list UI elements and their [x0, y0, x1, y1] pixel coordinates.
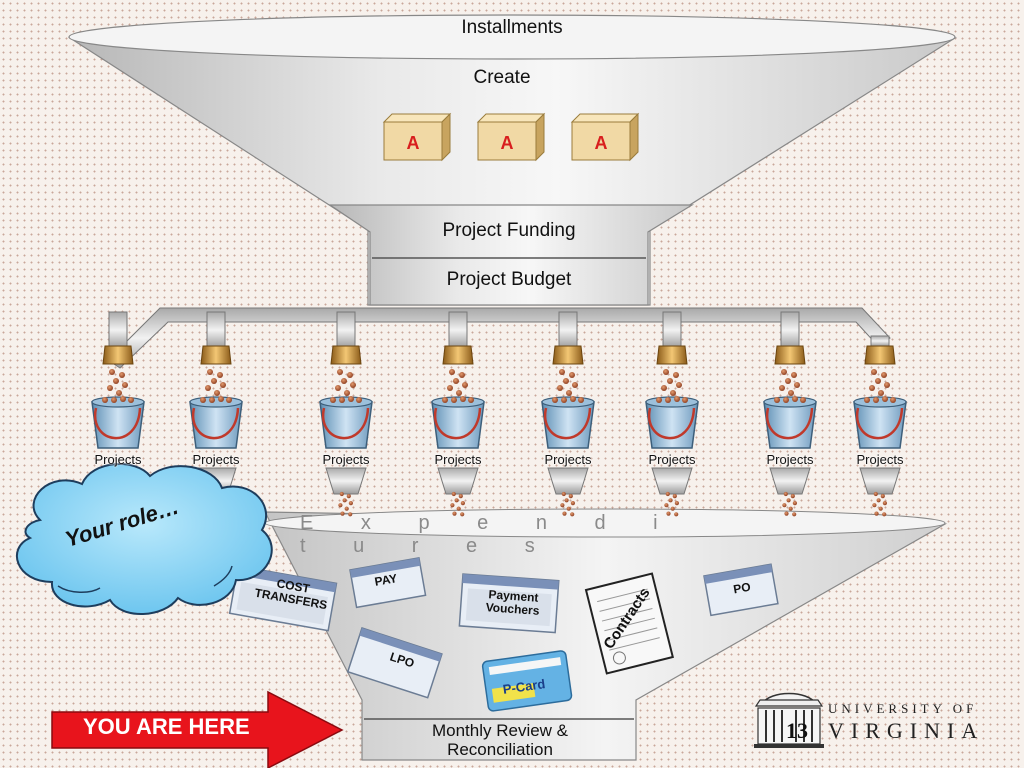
project-bucket — [430, 311, 486, 517]
you-are-here-text: YOU ARE HERE — [83, 714, 250, 739]
your-role-cloud — [16, 463, 273, 615]
allocation-box: A — [382, 112, 452, 162]
allocation-box: A — [570, 112, 640, 162]
project-funding-label: Project Funding — [442, 220, 576, 241]
project-label: Projects — [648, 452, 696, 467]
project-label: Projects — [856, 452, 904, 467]
expenditures-title: E x p e n d i t u r e s — [300, 512, 679, 557]
page-number: 13 — [786, 718, 808, 743]
doc-po — [703, 563, 779, 617]
project-bucket — [540, 311, 596, 517]
monthly-review-label: Monthly Review & Reconciliation — [431, 721, 569, 759]
project-label: Projects — [192, 452, 240, 467]
projects-layer — [90, 311, 908, 517]
doc-lpo — [346, 627, 443, 699]
doc-pcard — [481, 650, 573, 712]
project-bucket — [762, 311, 818, 517]
project-bucket — [188, 311, 244, 517]
project-bucket — [644, 311, 700, 517]
rotunda-logo — [754, 692, 824, 748]
allocation-box-letter: A — [407, 133, 420, 153]
you-are-here-arrow — [51, 690, 344, 768]
create-label: Create — [473, 67, 531, 88]
project-label: Projects — [322, 452, 370, 467]
allocation-box-letter: A — [595, 133, 608, 153]
doc-pay — [349, 556, 427, 609]
project-label: Projects — [94, 452, 142, 467]
allocation-box-letter: A — [501, 133, 514, 153]
allocation-box: A — [476, 112, 546, 162]
project-bucket — [852, 335, 908, 517]
project-label: Projects — [434, 452, 482, 467]
doc-payment-vouchers — [458, 573, 560, 634]
doc-contracts — [584, 572, 674, 675]
project-label: Projects — [544, 452, 592, 467]
payment-vouchers-label: Payment Vouchers — [485, 587, 540, 618]
university-of-text: UNIVERSITY OF — [828, 701, 978, 716]
project-bucket — [90, 311, 146, 517]
virginia-text: VIRGINIA — [828, 718, 985, 743]
project-bucket — [318, 311, 374, 517]
installments-title: Installments — [461, 17, 563, 38]
project-label: Projects — [766, 452, 814, 467]
project-budget-label: Project Budget — [446, 269, 572, 290]
